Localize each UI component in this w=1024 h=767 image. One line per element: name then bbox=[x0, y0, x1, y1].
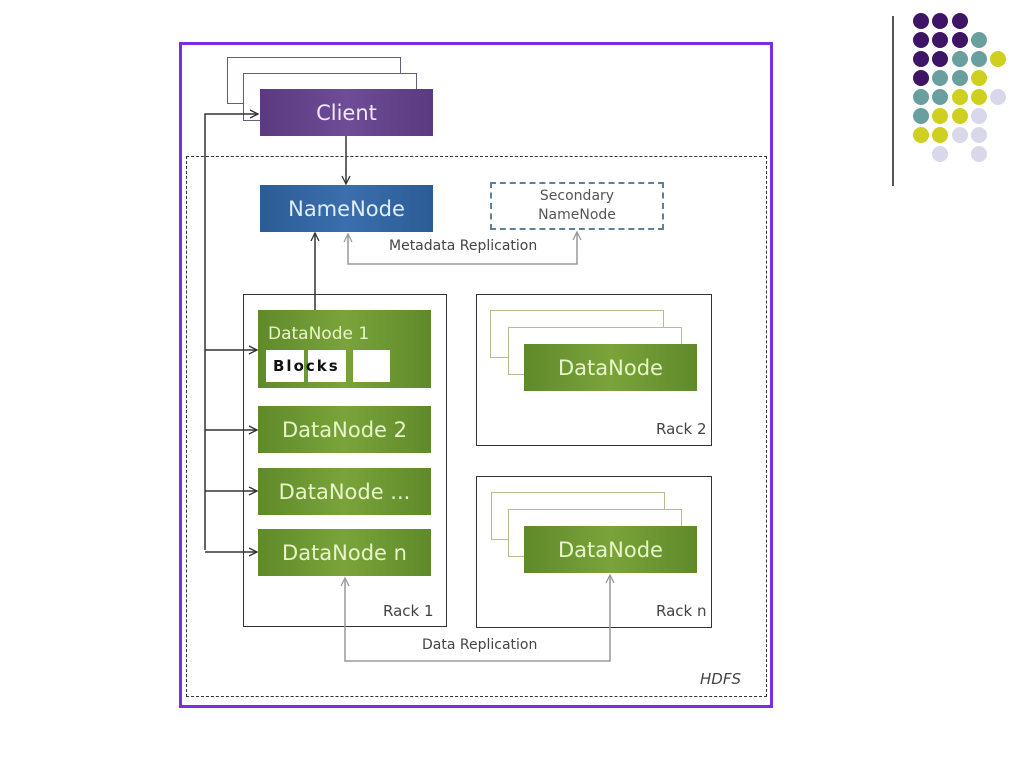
client-node[interactable]: Client bbox=[260, 89, 433, 136]
decorative-dot bbox=[970, 70, 987, 86]
decorative-dot bbox=[913, 127, 929, 143]
rack-n-datanode-label: DataNode bbox=[558, 537, 663, 562]
decorative-dot bbox=[913, 32, 929, 48]
decorative-dot bbox=[970, 146, 987, 162]
datanode-n[interactable]: DataNode n bbox=[258, 529, 431, 576]
rack-2-datanode-label: DataNode bbox=[558, 355, 663, 380]
hdfs-boundary bbox=[186, 156, 767, 697]
namenode-label: NameNode bbox=[288, 196, 405, 221]
decorative-dot bbox=[932, 70, 949, 86]
rack-2-datanode[interactable]: DataNode bbox=[524, 344, 697, 391]
decorative-dot bbox=[970, 89, 987, 105]
datanode-1-label: DataNode 1 bbox=[268, 324, 370, 344]
client-label: Client bbox=[316, 100, 377, 125]
decorative-dot bbox=[951, 89, 968, 105]
block-1 bbox=[266, 350, 304, 382]
data-replication-right-arrow bbox=[480, 575, 610, 662]
decorative-dot bbox=[990, 51, 1007, 67]
decorative-dot bbox=[932, 146, 949, 162]
decorative-dot bbox=[951, 70, 968, 86]
decorative-dot bbox=[913, 89, 929, 105]
decorative-dot bbox=[970, 51, 987, 67]
data-replication-left-arrow bbox=[345, 578, 480, 662]
metadata-replication-label: Metadata Replication bbox=[389, 238, 538, 254]
secondary-namenode-line2: NameNode bbox=[538, 207, 616, 223]
secondary-namenode-line1: Secondary bbox=[539, 188, 615, 204]
client-bus-line bbox=[204, 114, 258, 550]
metadata-replication-left-arrow bbox=[348, 234, 450, 265]
rack-n-datanode[interactable]: DataNode bbox=[524, 526, 697, 573]
decorative-divider bbox=[892, 16, 894, 186]
slide-frame bbox=[179, 42, 773, 708]
block-2 bbox=[308, 350, 346, 382]
decorative-dot bbox=[970, 108, 987, 124]
decorative-dot bbox=[932, 32, 949, 48]
namenode[interactable]: NameNode bbox=[260, 185, 433, 232]
hdfs-label: HDFS bbox=[700, 670, 741, 688]
decorative-dot bbox=[951, 51, 968, 67]
decorative-dot bbox=[932, 51, 949, 67]
rack-1-label: Rack 1 bbox=[383, 602, 434, 620]
data-replication-label: Data Replication bbox=[422, 637, 538, 653]
datanode-ellipsis[interactable]: DataNode ... bbox=[258, 468, 431, 515]
decorative-dot bbox=[913, 108, 929, 124]
decorative-dot bbox=[951, 13, 968, 29]
decorative-dot bbox=[913, 51, 929, 67]
secondary-namenode[interactable]: Secondary NameNode bbox=[490, 182, 664, 230]
decorative-dot bbox=[932, 127, 949, 143]
rack-n-label: Rack n bbox=[656, 602, 707, 620]
decorative-dot bbox=[951, 108, 968, 124]
datanode-2[interactable]: DataNode 2 bbox=[258, 406, 431, 453]
decorative-dot bbox=[913, 70, 929, 86]
decorative-dot bbox=[913, 13, 929, 29]
decorative-dot bbox=[932, 108, 949, 124]
decorative-dot bbox=[932, 89, 949, 105]
decorative-dot bbox=[970, 32, 987, 48]
datanode-2-label: DataNode 2 bbox=[282, 417, 407, 442]
decorative-dot bbox=[951, 32, 968, 48]
blocks-label: Blocks bbox=[273, 357, 340, 375]
decorative-dot bbox=[970, 127, 987, 143]
decorative-dot bbox=[951, 127, 968, 143]
block-3 bbox=[353, 350, 390, 382]
decorative-dot bbox=[932, 13, 949, 29]
decorative-dot bbox=[990, 89, 1007, 105]
metadata-replication-right-arrow bbox=[450, 232, 577, 265]
datanode-ellipsis-label: DataNode ... bbox=[278, 479, 411, 504]
rack-2-label: Rack 2 bbox=[656, 420, 707, 438]
datanode-n-label: DataNode n bbox=[282, 540, 407, 565]
